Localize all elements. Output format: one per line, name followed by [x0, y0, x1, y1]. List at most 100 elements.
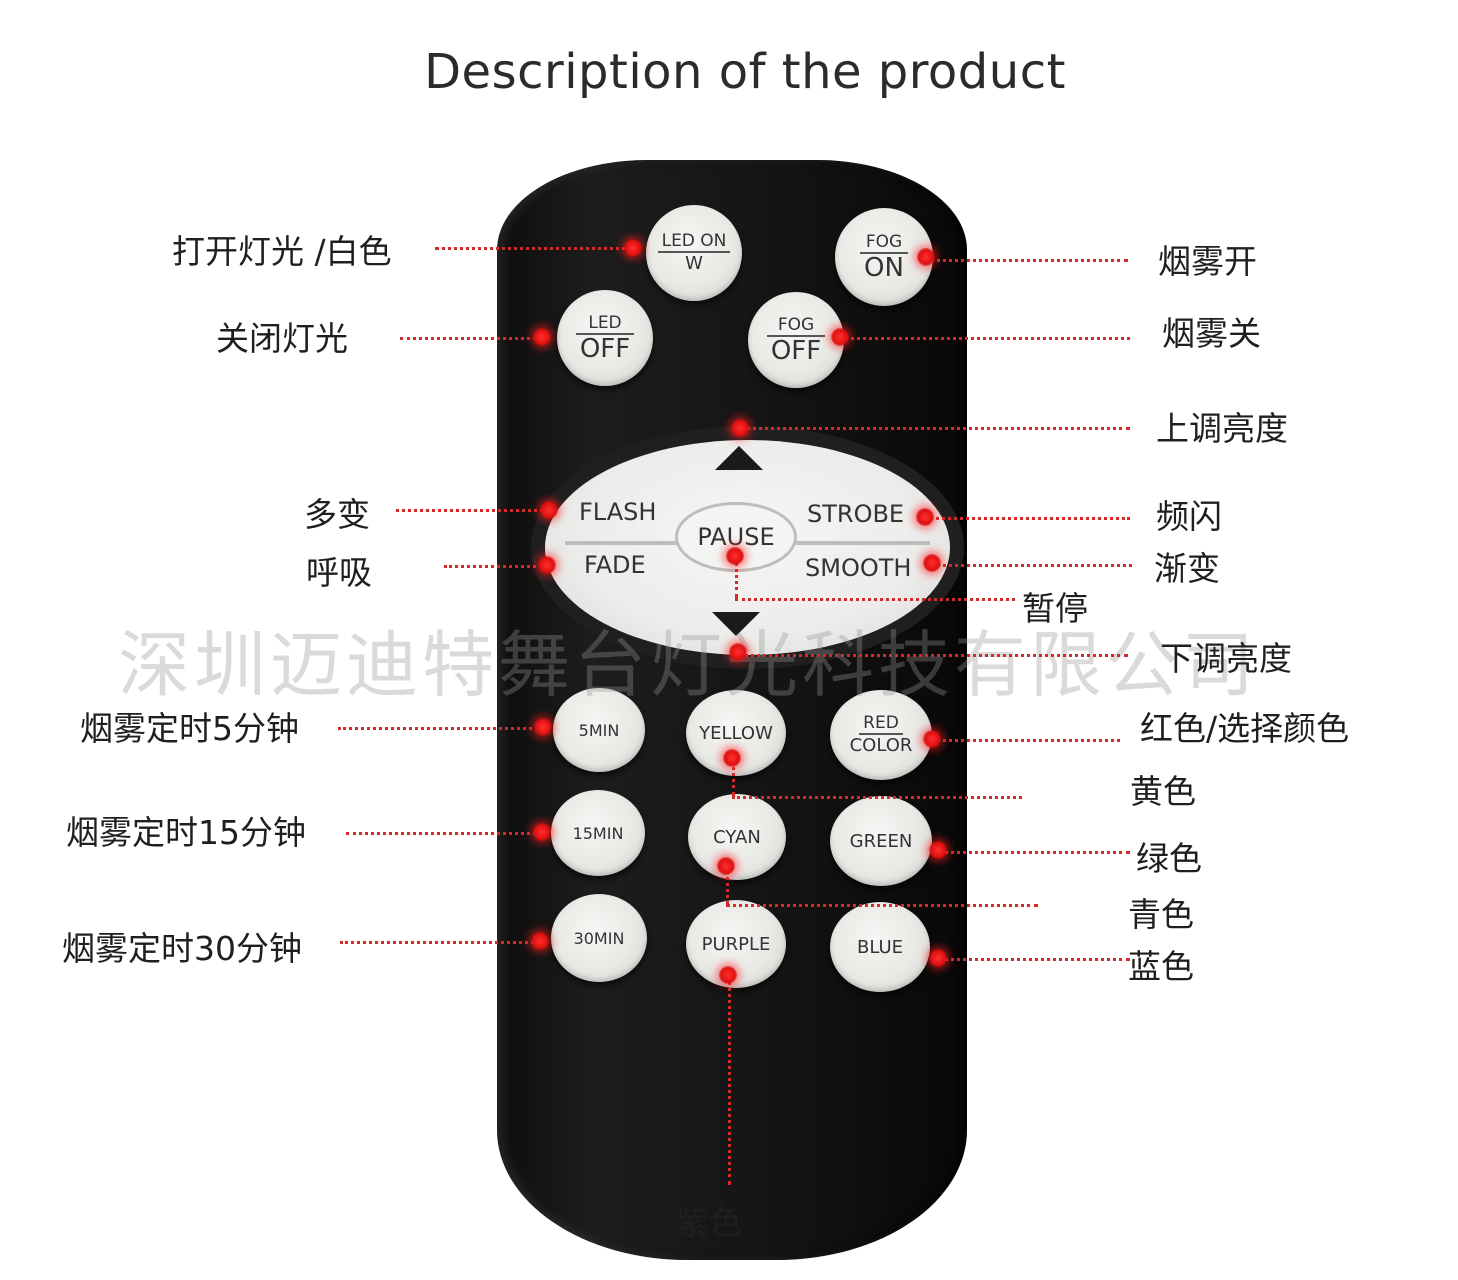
label-strobe: 频闪 — [1156, 497, 1222, 536]
label-15min: 烟雾定时15分钟 — [66, 813, 306, 852]
cyan-button[interactable]: CYAN — [688, 794, 786, 880]
leader-5min — [338, 727, 543, 730]
label-pause: 暂停 — [1022, 589, 1088, 628]
pad-divider-right — [796, 541, 930, 545]
marker-blue — [929, 949, 947, 967]
marker-flash — [540, 501, 558, 519]
5min-label: 5MIN — [578, 720, 620, 740]
marker-led-off — [533, 328, 551, 346]
label-flash: 多变 — [304, 495, 370, 534]
marker-bright-down — [729, 643, 747, 661]
15min-button[interactable]: 15MIN — [551, 790, 645, 876]
15min-label: 15MIN — [572, 823, 624, 843]
blue-button[interactable]: BLUE — [830, 902, 930, 992]
label-blue: 蓝色 — [1128, 947, 1194, 986]
leader-cyan — [726, 904, 1038, 907]
led-label: LED — [588, 313, 622, 333]
label-bright-down: 下调亮度 — [1160, 639, 1292, 678]
led-on-w-button[interactable]: LED ON W — [646, 205, 742, 301]
label-red-color: 红色/选择颜色 — [1140, 709, 1350, 748]
strobe-button[interactable]: STROBE — [807, 500, 905, 528]
label-purple: 紫色 — [676, 1203, 742, 1242]
marker-5min — [534, 718, 552, 736]
fade-button[interactable]: FADE — [584, 551, 646, 579]
purple-label: PURPLE — [701, 933, 771, 955]
off-label: OFF — [766, 335, 826, 365]
marker-green — [929, 841, 947, 859]
leader-led-on — [435, 247, 633, 250]
red-label: RED — [859, 713, 903, 735]
label-smooth: 渐变 — [1154, 549, 1220, 588]
label-fog-on: 烟雾开 — [1158, 242, 1257, 281]
marker-fade — [538, 556, 556, 574]
marker-bright-up — [731, 419, 749, 437]
label-30min: 烟雾定时30分钟 — [62, 929, 302, 968]
fog-label: FOG — [865, 232, 903, 252]
triangle-down-icon[interactable] — [712, 612, 760, 636]
marker-led-on — [624, 239, 642, 257]
leader-strobe — [925, 517, 1130, 520]
leader-red-color — [932, 739, 1120, 742]
green-label: GREEN — [849, 830, 913, 852]
leader-pause — [735, 598, 1015, 601]
pad-divider-left — [565, 541, 677, 545]
cyan-label: CYAN — [713, 826, 761, 848]
color-label: COLOR — [849, 735, 913, 756]
fog-label: FOG — [777, 315, 815, 335]
label-led-on-w: 打开灯光 /白色 — [172, 232, 392, 271]
blue-label: BLUE — [856, 936, 904, 958]
marker-fog-on — [917, 248, 935, 266]
marker-smooth — [923, 554, 941, 572]
marker-yellow — [723, 749, 741, 767]
flash-button[interactable]: FLASH — [579, 498, 657, 526]
marker-15min — [533, 823, 551, 841]
leader-blue — [938, 958, 1130, 961]
leader-cyan-vertical — [726, 866, 729, 904]
leader-purple-vertical — [728, 975, 731, 1185]
led-off-button[interactable]: LED OFF — [557, 290, 653, 386]
company-watermark: 深圳迈迪特舞台灯光科技有限公司 — [118, 623, 1259, 707]
led-on-label: LED ON — [657, 231, 731, 253]
marker-30min — [531, 932, 549, 950]
marker-fog-off — [831, 328, 849, 346]
marker-purple — [719, 966, 737, 984]
leader-yellow-vertical — [732, 760, 735, 796]
30min-label: 30MIN — [573, 928, 625, 948]
marker-strobe — [916, 508, 934, 526]
5min-button[interactable]: 5MIN — [553, 688, 645, 772]
label-yellow: 黄色 — [1130, 772, 1196, 811]
red-color-button[interactable]: RED COLOR — [830, 690, 932, 780]
leader-pause-vertical — [735, 556, 738, 598]
green-button[interactable]: GREEN — [830, 796, 932, 886]
leader-smooth — [932, 564, 1132, 567]
leader-yellow — [732, 796, 1022, 799]
leader-bright-up — [740, 427, 1130, 430]
label-green: 绿色 — [1136, 839, 1202, 878]
leader-15min — [346, 832, 542, 835]
fog-off-button[interactable]: FOG OFF — [748, 292, 844, 388]
label-fog-off: 烟雾关 — [1162, 314, 1261, 353]
marker-pause — [726, 547, 744, 565]
leader-bright-down — [738, 654, 1128, 657]
off-label: OFF — [575, 333, 635, 363]
yellow-label: YELLOW — [699, 722, 773, 744]
leader-fade — [444, 565, 547, 568]
leader-green — [938, 851, 1130, 854]
w-label: W — [685, 253, 703, 274]
fog-on-button[interactable]: FOG ON — [835, 208, 933, 306]
page-title: Description of the product — [424, 44, 1066, 100]
leader-fog-on — [930, 259, 1128, 262]
leader-flash — [396, 509, 549, 512]
label-led-off: 关闭灯光 — [216, 319, 348, 358]
smooth-button[interactable]: SMOOTH — [805, 554, 912, 582]
marker-cyan — [717, 857, 735, 875]
triangle-up-icon[interactable] — [715, 446, 763, 470]
leader-30min — [340, 941, 540, 944]
label-5min: 烟雾定时5分钟 — [80, 709, 299, 748]
label-fade: 呼吸 — [306, 553, 372, 592]
30min-button[interactable]: 30MIN — [551, 894, 647, 982]
leader-fog-off — [840, 337, 1130, 340]
on-label: ON — [860, 252, 908, 282]
marker-red-color — [923, 730, 941, 748]
